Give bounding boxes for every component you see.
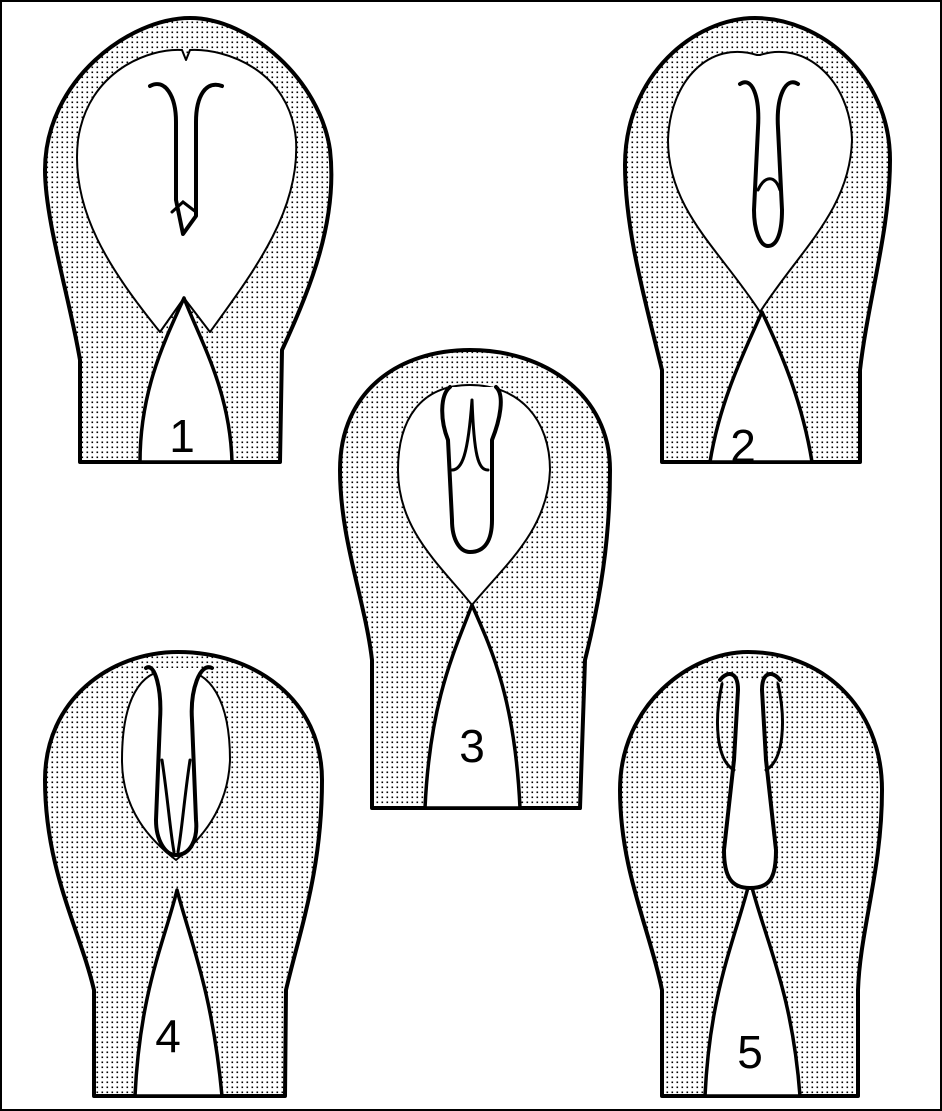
stage-5-label: 5 (737, 1026, 763, 1078)
stage-4-diagram (45, 652, 322, 1096)
stage-3-label: 3 (459, 720, 485, 772)
stage-2-label: 2 (730, 420, 756, 472)
stage-1-diagram (45, 18, 331, 462)
stage-4-label: 4 (155, 1010, 181, 1062)
stage-2-diagram (625, 18, 890, 462)
stage-1-label: 1 (169, 410, 195, 462)
